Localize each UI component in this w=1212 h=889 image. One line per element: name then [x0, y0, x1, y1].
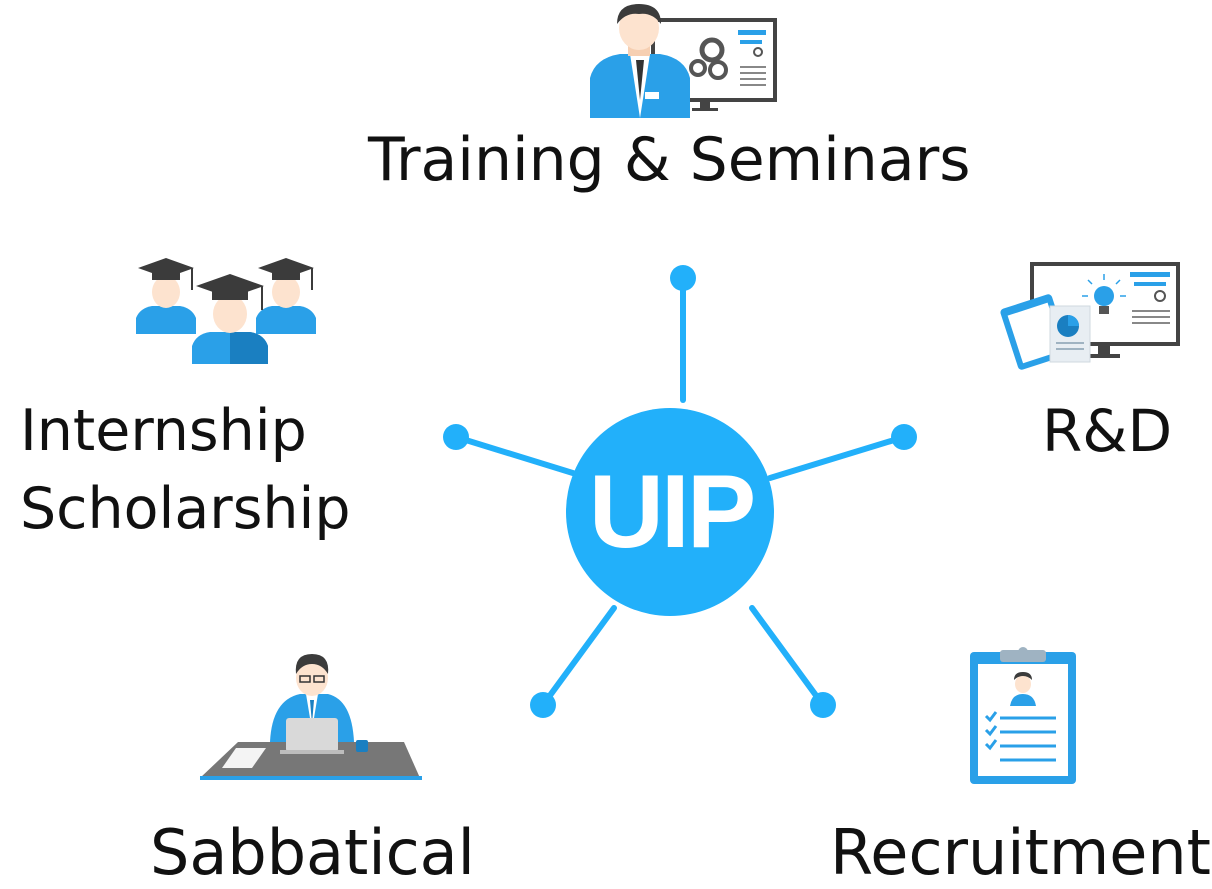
- label-sabbatical: Sabbatical: [150, 816, 475, 889]
- connectors: [453, 275, 907, 708]
- connector-internship: [453, 434, 579, 477]
- node-sabbatical: [530, 692, 556, 718]
- node-recruitment: [810, 692, 836, 718]
- label-internship: Internship: [20, 398, 307, 464]
- node-rnd: [891, 424, 917, 450]
- label-scholarship: Scholarship: [20, 476, 351, 542]
- research-monitor-icon: [1000, 262, 1180, 370]
- connector-recruitment: [749, 605, 826, 708]
- node-training: [670, 265, 696, 291]
- hub-label: UIP: [588, 454, 756, 570]
- node-internship: [443, 424, 469, 450]
- label-recruitment: Recruitment: [830, 816, 1211, 889]
- label-rnd: R&D: [1042, 397, 1173, 465]
- connector-nodes: [443, 265, 917, 718]
- hub-circle: [566, 408, 774, 616]
- presenter-at-screen-icon: [590, 4, 777, 118]
- person-at-laptop-icon: [200, 654, 422, 780]
- label-internship-scholarship: Internship Scholarship: [20, 392, 351, 548]
- resume-clipboard-icon: [970, 647, 1076, 784]
- graduates-icon: [136, 258, 316, 364]
- connector-sabbatical: [540, 605, 617, 708]
- connector-rnd: [767, 434, 907, 481]
- label-training-seminars: Training & Seminars: [368, 125, 971, 195]
